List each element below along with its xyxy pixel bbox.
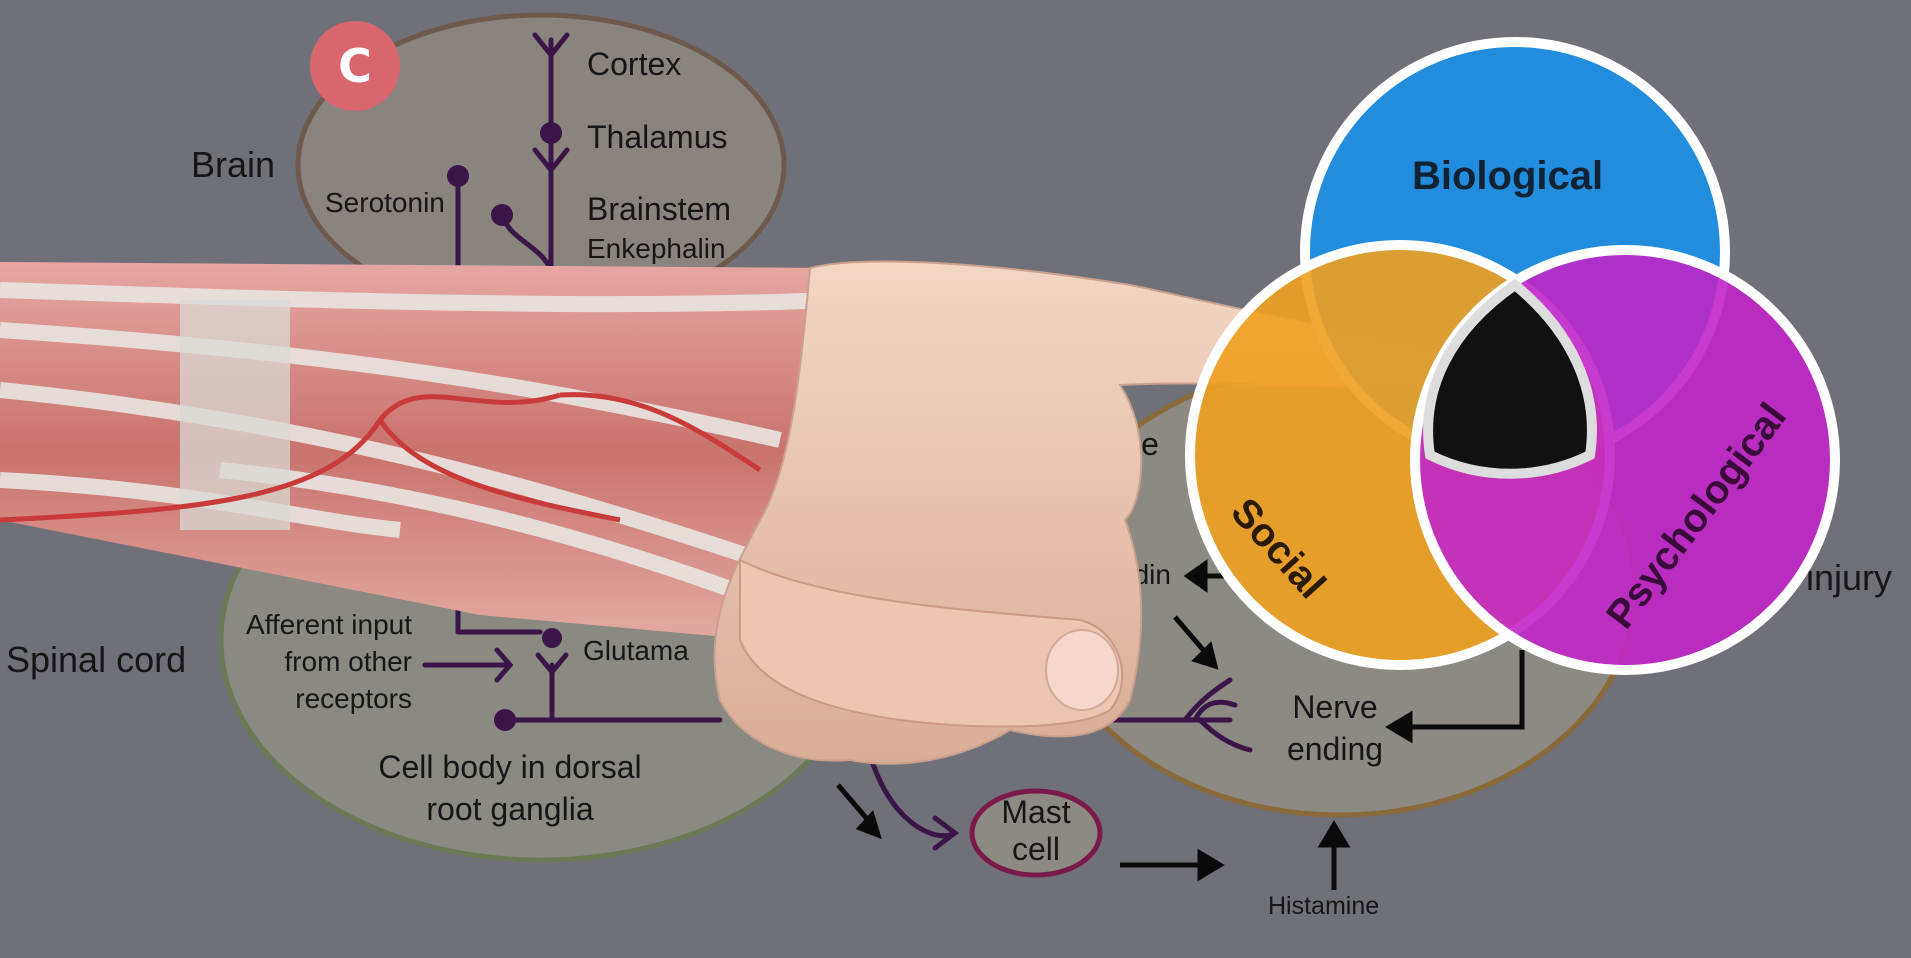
badge-c: C: [310, 21, 400, 111]
venn-label-biological: Biological: [1412, 154, 1603, 198]
